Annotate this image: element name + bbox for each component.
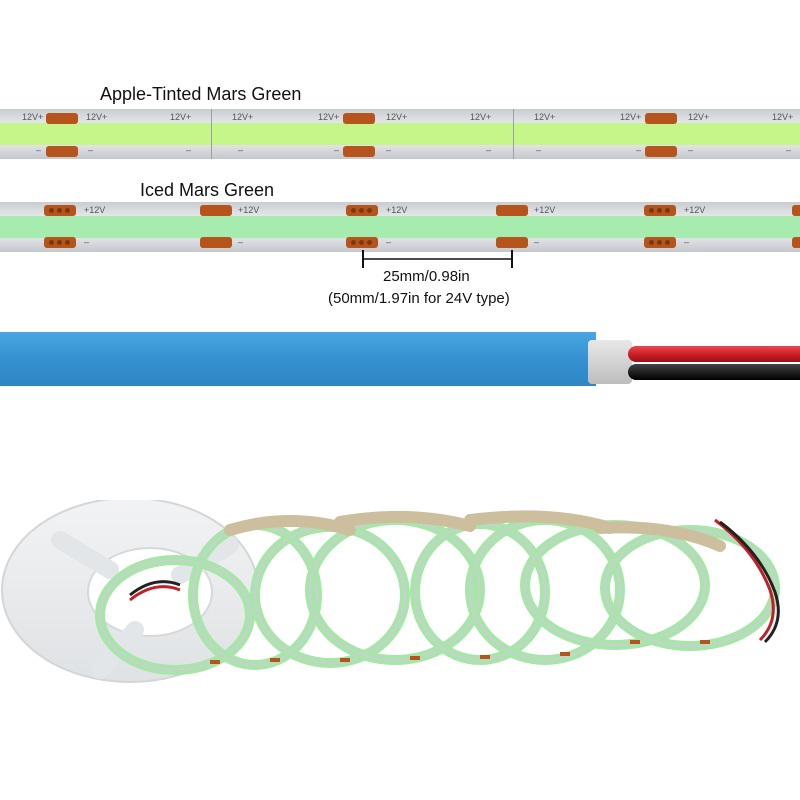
voltage-mark: +12V — [684, 205, 706, 215]
voltage-mark: 12V+ — [620, 112, 642, 122]
minus-mark: – — [688, 145, 694, 155]
minus-mark: – — [84, 237, 90, 247]
minus-mark: – — [534, 237, 540, 247]
solder-pad — [346, 237, 378, 248]
voltage-mark: +12V — [84, 205, 106, 215]
voltage-mark: 12V+ — [386, 112, 408, 122]
dimension-bracket — [362, 250, 513, 268]
minus-mark: – — [486, 145, 492, 155]
red-wire — [628, 346, 800, 362]
solder-pad — [200, 237, 232, 248]
minus-mark: – — [536, 145, 542, 155]
dimension-note: (50mm/1.97in for 24V type) — [328, 290, 510, 307]
minus-mark: – — [386, 237, 392, 247]
voltage-mark: 12V+ — [22, 112, 44, 122]
solder-pad — [645, 146, 677, 157]
solder-pad — [44, 205, 76, 216]
solder-pad — [46, 146, 78, 157]
strip1-title: Apple-Tinted Mars Green — [100, 84, 302, 104]
strip1-cut-line — [513, 109, 514, 159]
minus-mark: – — [386, 145, 392, 155]
solder-pad — [496, 205, 528, 216]
voltage-mark: +12V — [386, 205, 408, 215]
solder-pad — [644, 205, 676, 216]
voltage-mark: 12V+ — [86, 112, 108, 122]
solder-pad — [644, 237, 676, 248]
minus-mark: – — [238, 237, 244, 247]
solder-pad — [792, 205, 800, 216]
voltage-mark: 12V+ — [688, 112, 710, 122]
voltage-mark: 12V+ — [170, 112, 192, 122]
strip1-glow — [0, 123, 800, 145]
voltage-mark: 12V+ — [534, 112, 556, 122]
solder-pad — [792, 237, 800, 248]
minus-mark: – — [36, 145, 42, 155]
minus-mark: – — [238, 145, 244, 155]
solder-pad — [200, 205, 232, 216]
solder-pad — [44, 237, 76, 248]
black-wire — [628, 364, 800, 380]
voltage-mark: 12V+ — [772, 112, 794, 122]
end-cap — [588, 340, 632, 384]
minus-mark: – — [786, 145, 792, 155]
voltage-mark: 12V+ — [318, 112, 340, 122]
solder-pad — [343, 146, 375, 157]
voltage-mark: +12V — [534, 205, 556, 215]
solder-pad — [645, 113, 677, 124]
coiled-strip-photo — [1, 500, 780, 683]
minus-mark: – — [186, 145, 192, 155]
solder-pad — [496, 237, 528, 248]
solder-pad — [343, 113, 375, 124]
strip2-title: Iced Mars Green — [140, 180, 275, 200]
solder-pad — [346, 205, 378, 216]
minus-mark: – — [636, 145, 642, 155]
voltage-mark: 12V+ — [232, 112, 254, 122]
minus-mark: – — [334, 145, 340, 155]
solder-pad — [46, 113, 78, 124]
strip2-glow — [0, 216, 800, 238]
blue-sleeve — [0, 332, 596, 386]
minus-mark: – — [684, 237, 690, 247]
voltage-mark: +12V — [238, 205, 260, 215]
minus-mark: – — [88, 145, 94, 155]
dimension-label: 25mm/0.98in — [383, 268, 470, 285]
strip1-cut-line — [211, 109, 212, 159]
voltage-mark: 12V+ — [470, 112, 492, 122]
